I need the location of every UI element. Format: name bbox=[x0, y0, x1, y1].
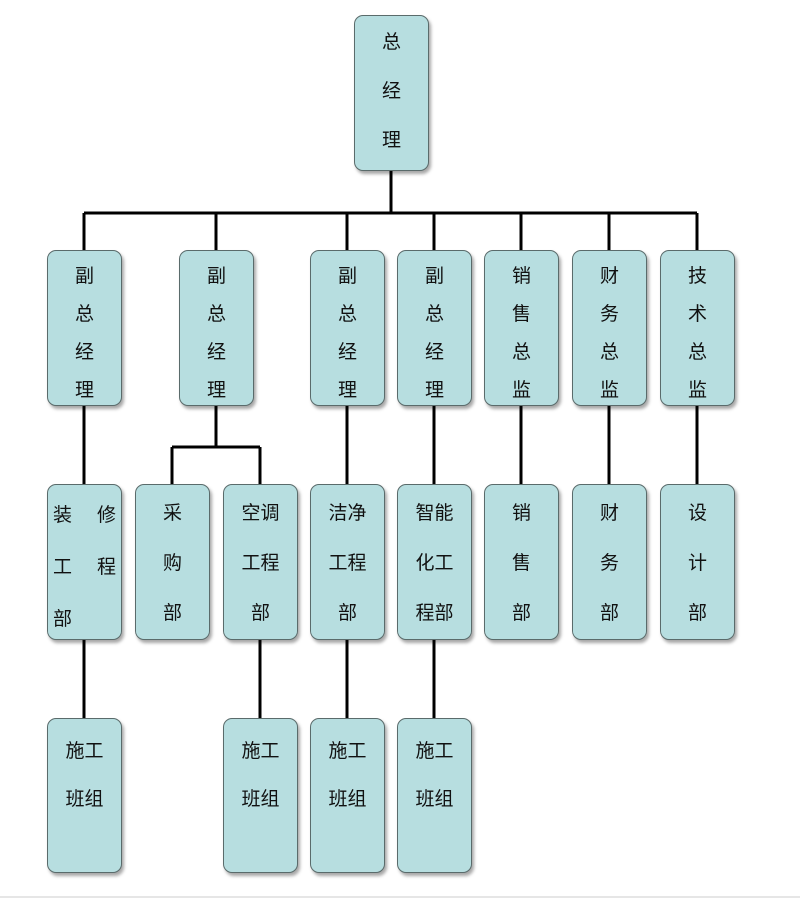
node-label-row-2: 工 程 bbox=[48, 541, 121, 593]
node-label: 销 售 部 bbox=[511, 502, 531, 624]
node-intelligent-dept: 智能 化工 程部 bbox=[397, 484, 472, 640]
node-label: 销 售 总 监 bbox=[511, 265, 531, 401]
node-general-manager: 总 经 理 bbox=[354, 15, 429, 171]
node-deputy-gm-2: 副 总 经 理 bbox=[179, 250, 254, 406]
node-label: 副 总 经 理 bbox=[424, 265, 444, 401]
node-label: 技 术 总 监 bbox=[687, 265, 707, 401]
node-label: 空调 工程 部 bbox=[241, 502, 280, 624]
node-label: 施工 班组 bbox=[65, 740, 104, 810]
node-finance-director: 财 务 总 监 bbox=[572, 250, 647, 406]
node-label-row-3: 部 bbox=[48, 593, 121, 645]
node-construction-team-4: 施工 班组 bbox=[397, 718, 472, 873]
node-sales-director: 销 售 总 监 bbox=[484, 250, 559, 406]
node-label-char: 装 bbox=[53, 504, 73, 526]
node-label: 施工 班组 bbox=[415, 740, 454, 810]
bottom-divider bbox=[0, 896, 800, 898]
node-label: 副 总 经 理 bbox=[337, 265, 357, 401]
node-design-dept: 设 计 部 bbox=[660, 484, 735, 640]
node-cleanroom-dept: 洁净 工程 部 bbox=[310, 484, 385, 640]
node-sales-dept: 销 售 部 bbox=[484, 484, 559, 640]
node-construction-team-1: 施工 班组 bbox=[47, 718, 122, 873]
node-tech-director: 技 术 总 监 bbox=[660, 250, 735, 406]
node-label-row-1: 装 修 bbox=[48, 489, 121, 541]
node-label: 施工 班组 bbox=[241, 740, 280, 810]
node-label: 财 务 总 监 bbox=[599, 265, 619, 401]
node-label: 总 经 理 bbox=[381, 31, 401, 151]
node-deputy-gm-3: 副 总 经 理 bbox=[310, 250, 385, 406]
node-hvac-dept: 空调 工程 部 bbox=[223, 484, 298, 640]
node-label: 财 务 部 bbox=[599, 502, 619, 624]
node-deputy-gm-4: 副 总 经 理 bbox=[397, 250, 472, 406]
node-label-char: 修 bbox=[96, 504, 116, 526]
node-deputy-gm-1: 副 总 经 理 bbox=[47, 250, 122, 406]
node-label-char: 部 bbox=[53, 608, 73, 630]
node-label: 施工 班组 bbox=[328, 740, 367, 810]
node-label: 副 总 经 理 bbox=[206, 265, 226, 401]
node-purchasing-dept: 采 购 部 bbox=[135, 484, 210, 640]
node-construction-team-3: 施工 班组 bbox=[310, 718, 385, 873]
node-label-char: 程 bbox=[96, 556, 116, 578]
node-finance-dept: 财 务 部 bbox=[572, 484, 647, 640]
node-decoration-dept: 装 修 工 程 部 bbox=[47, 484, 122, 640]
node-label: 采 购 部 bbox=[162, 502, 182, 624]
node-label: 副 总 经 理 bbox=[74, 265, 94, 401]
node-construction-team-2: 施工 班组 bbox=[223, 718, 298, 873]
node-label-char: 工 bbox=[53, 556, 73, 578]
node-label: 洁净 工程 部 bbox=[328, 502, 367, 624]
node-label: 智能 化工 程部 bbox=[415, 502, 454, 624]
node-label: 设 计 部 bbox=[687, 502, 707, 624]
